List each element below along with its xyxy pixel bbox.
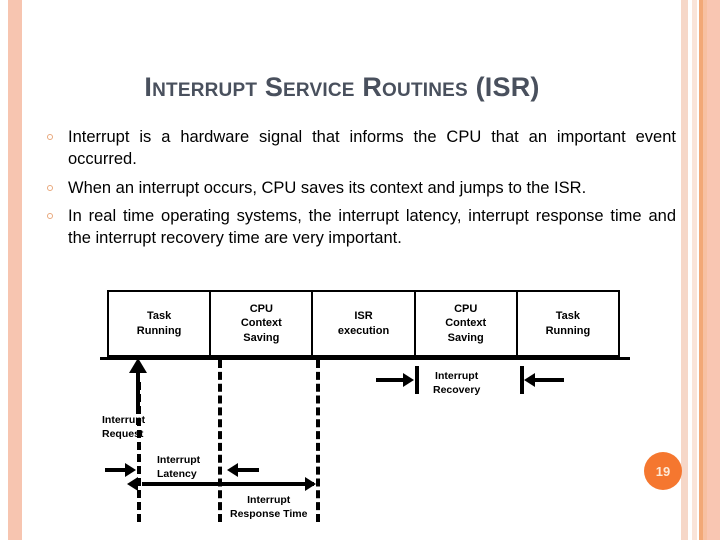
timeline-box-line2: execution [337,324,390,337]
timeline-box: ISR execution [313,292,416,355]
interrupt-latency-label: Interrupt Latency [157,454,200,481]
right-edge-stripe-1 [681,0,688,540]
timeline-box-line3: Saving [243,331,280,344]
timeline-box-line1: ISR [354,310,373,323]
timeline-box: CPU Context Saving [211,292,314,355]
interrupt-recovery-arrow-shaft-right [534,378,564,382]
interrupt-latency-label-line2: Latency [157,467,197,480]
timeline-box-line2: Context [445,317,487,330]
timeline-box-line2: Running [136,324,182,337]
interrupt-recovery-arrowhead-left-icon [524,373,535,387]
interrupt-request-arrow-shaft [136,370,140,414]
bullet-circle-icon [47,184,53,191]
interrupt-recovery-tick-left [415,366,419,394]
interrupt-response-time-arrow-shaft [142,482,314,486]
right-edge-stripe-2 [692,0,697,540]
timeline-box: Task Running [109,292,212,355]
timeline-box-line2: Running [545,324,591,337]
interrupt-latency-arrow-shaft-left [105,468,127,472]
slide-title: Interrupt Service Routines (ISR) [144,72,540,102]
timeline-box-line1: CPU [249,303,273,316]
interrupt-recovery-tick-right [520,366,524,394]
interrupt-request-label-line2: Request [102,427,144,440]
dashed-guide-line-3 [316,360,320,522]
interrupt-response-time-arrowhead-right-icon [305,477,316,491]
timeline-box-line1: CPU [454,303,478,316]
interrupt-latency-arrowhead-right-icon [125,463,136,477]
dashed-guide-line-1 [137,382,141,522]
right-edge-stripe-4 [703,0,707,540]
interrupt-recovery-label-line1: Interrupt [435,370,479,382]
timeline-box-row: Task Running CPU Context Saving ISR exec… [107,290,620,357]
timeline-baseline [100,357,630,360]
timeline-box-line3: Saving [447,331,484,344]
list-item-text: When an interrupt occurs, CPU saves its … [68,178,587,197]
interrupt-response-time-arrowhead-left-icon [127,477,138,491]
timeline-box-line1: Task [555,310,581,323]
interrupt-response-time-label: Interrupt Response Time [230,494,307,521]
interrupt-request-label: Interrupt Request [102,414,145,441]
interrupt-recovery-label: Interrupt Recovery [433,370,480,397]
interrupt-latency-label-line1: Interrupt [157,454,201,466]
interrupt-recovery-arrow-shaft-left [376,378,406,382]
interrupt-request-arrowhead-icon [129,358,147,373]
interrupt-recovery-label-line2: Recovery [433,383,481,396]
timeline-box: Task Running [518,292,618,355]
list-item: Interrupt is a hardware signal that info… [44,127,676,171]
page-number-badge: 19 [644,452,682,490]
bullet-circle-icon [47,134,53,140]
list-item: In real time operating systems, the inte… [44,206,676,250]
interrupt-request-label-line1: Interrupt [102,414,146,426]
interrupt-recovery-arrowhead-right-icon [403,373,414,387]
timeline-box: CPU Context Saving [416,292,518,355]
list-item: When an interrupt occurs, CPU saves its … [44,178,676,200]
right-edge-stripe-5 [707,0,720,540]
dashed-guide-line-2 [218,360,222,522]
list-item-text: Interrupt is a hardware signal that info… [68,128,676,168]
bullet-circle-icon [47,213,53,220]
interrupt-latency-arrow-shaft-right [237,468,259,472]
left-edge-stripe [8,0,22,540]
list-item-text: In real time operating systems, the inte… [68,207,676,248]
timeline-box-line1: Task [146,310,172,323]
interrupt-response-time-label-line2: Response Time [230,507,308,520]
interrupt-timeline-diagram: Task Running CPU Context Saving ISR exec… [100,286,630,536]
interrupt-response-time-label-line1: Interrupt [247,494,291,506]
timeline-box-line2: Context [240,317,282,330]
right-edge-stripe-3 [699,0,703,540]
interrupt-latency-arrowhead-left-icon [227,463,238,477]
bullet-list: Interrupt is a hardware signal that info… [44,127,676,257]
